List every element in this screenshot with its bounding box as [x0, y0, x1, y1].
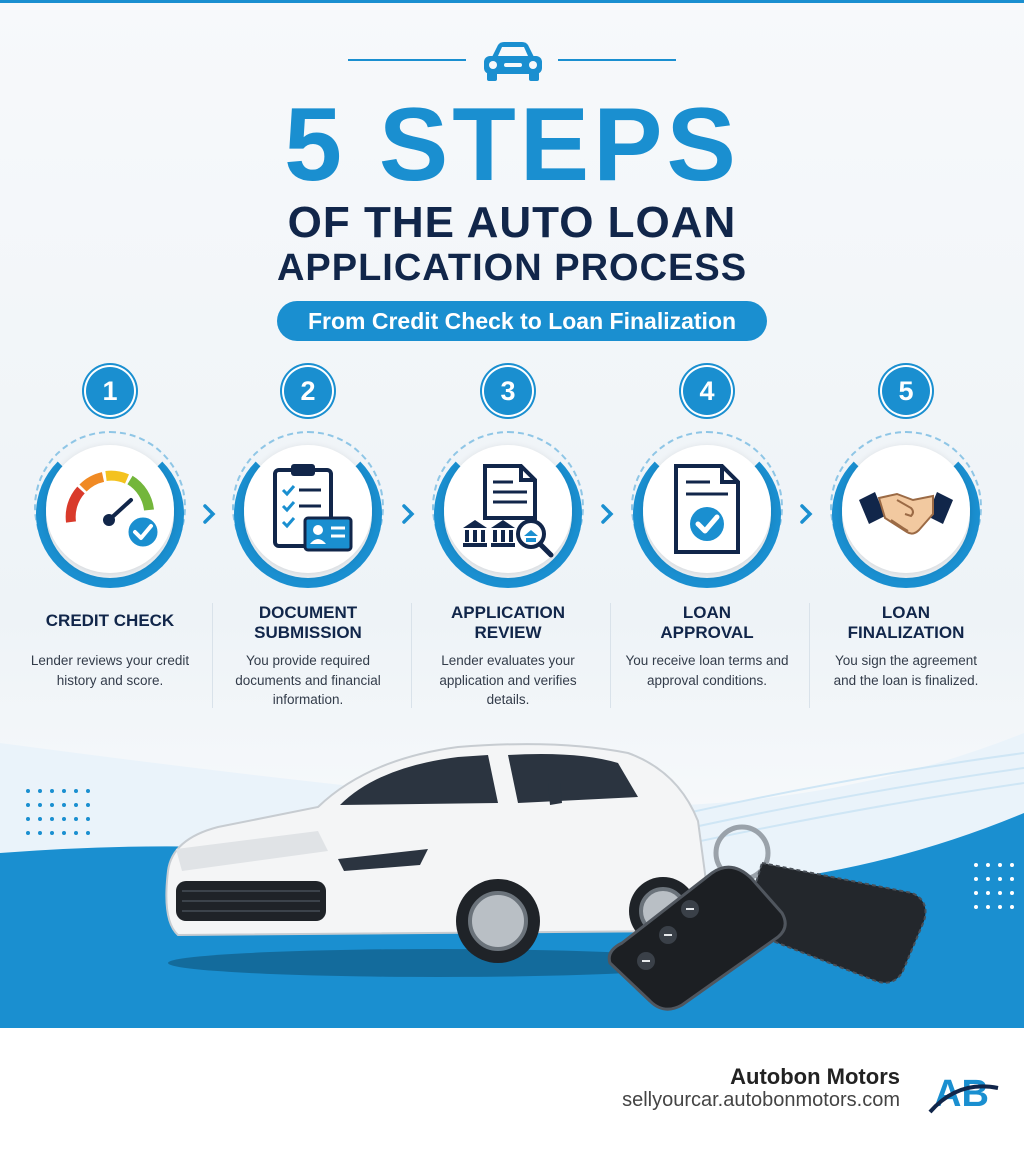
- step-description: You provide required documents and finan…: [235, 653, 381, 707]
- step-ring: [633, 440, 781, 588]
- step-divider: [212, 603, 213, 708]
- step-credit-check: 1 CREDIT CHECK Lender reviews your credi…: [12, 365, 208, 715]
- step-number: 1: [86, 367, 134, 415]
- chevron-right-icon: [203, 504, 216, 524]
- car-key-fob-image: [607, 824, 927, 1011]
- dot-pattern: [974, 863, 1014, 909]
- step-divider: [809, 603, 810, 708]
- step-divider: [411, 603, 412, 708]
- step-divider: [610, 603, 611, 708]
- subtitle-pill: From Credit Check to Loan Finalization: [277, 301, 767, 341]
- step-description: You sign the agreement and the loan is f…: [833, 653, 979, 688]
- chevron-right-icon: [402, 504, 415, 524]
- svg-text:AB: AB: [934, 1073, 989, 1114]
- footer-brand-name: Autobon Motors: [730, 1064, 900, 1089]
- step-ring: [832, 440, 980, 588]
- step-number: 2: [284, 367, 332, 415]
- chevron-right-icon: [800, 504, 813, 524]
- step-ring: [234, 440, 382, 588]
- step-description: Lender evaluates your application and ve…: [439, 653, 577, 707]
- step-description: You receive loan terms and approval cond…: [625, 653, 789, 688]
- handshake-icon: [859, 492, 953, 535]
- car-icon: [484, 42, 542, 81]
- document-check-icon: [674, 464, 740, 554]
- title-main: 5 STEPS: [284, 87, 740, 203]
- step-number: 5: [882, 367, 930, 415]
- step-description: Lender reviews your credit history and s…: [30, 653, 190, 688]
- document-bank-magnifier-icon: [463, 464, 554, 558]
- title-line-1: OF THE AUTO LOAN: [287, 198, 737, 247]
- step-number: 4: [683, 367, 731, 415]
- chevron-right-icon: [601, 504, 614, 524]
- step-number: 3: [484, 367, 532, 415]
- header-rule-right: [558, 59, 676, 61]
- header-rule-left: [348, 59, 466, 61]
- footer-url[interactable]: sellyourcar.autobonmotors.com: [622, 1089, 900, 1111]
- step-ring: [434, 440, 582, 588]
- dot-pattern: [26, 789, 90, 835]
- infographic-poster: 5 STEPS OF THE AUTO LOAN APPLICATION PRO…: [0, 0, 1024, 1028]
- autobon-logo: AB: [928, 1073, 999, 1114]
- step-title: CREDIT CHECK: [45, 611, 175, 630]
- clipboard-id-card-icon: [273, 464, 353, 552]
- step-ring: [36, 440, 184, 588]
- title-line-2: APPLICATION PROCESS: [276, 247, 748, 289]
- speedometer-check-icon: [65, 470, 159, 550]
